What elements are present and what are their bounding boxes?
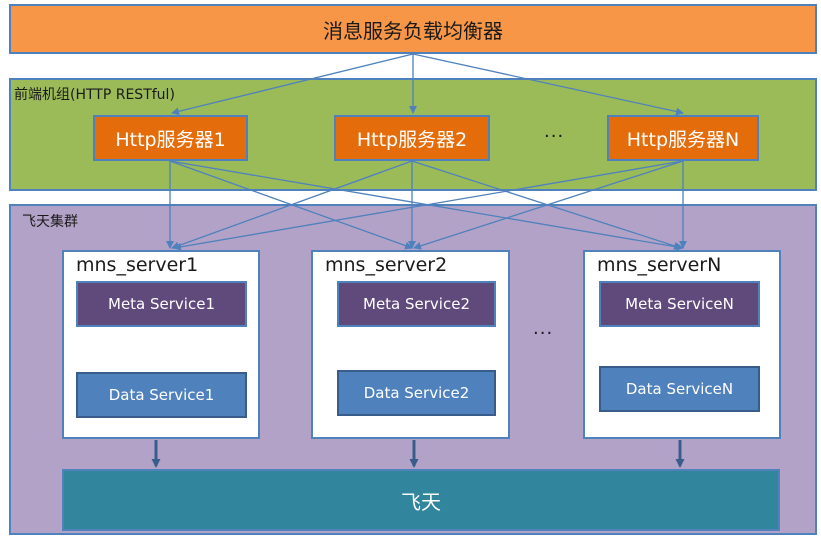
- frontend-ellipsis: ···: [544, 126, 565, 147]
- httpn-to-server2-line: [413, 160, 684, 250]
- mns-server-2: mns_server2 Meta Service2 Data Service2: [311, 250, 510, 439]
- http-server-2: Http服务器2: [334, 115, 490, 161]
- http2-to-server1-line: [171, 160, 413, 250]
- load-balancer-label: 消息服务负载均衡器: [323, 18, 503, 43]
- http-server-1: Http服务器1: [93, 115, 248, 161]
- httpn-to-server1-line: [173, 160, 684, 251]
- mns-server-label: mns_serverN: [597, 254, 722, 276]
- meta-service: Meta Service2: [337, 281, 496, 327]
- http-server-label: Http服务器1: [115, 128, 226, 151]
- data-service: Data Service2: [337, 370, 496, 416]
- data-service-label: Data Service2: [363, 384, 470, 402]
- data-service-label: Data ServiceN: [625, 380, 734, 398]
- mns-server-label: mns_server2: [325, 254, 448, 276]
- data-service: Data ServiceN: [599, 366, 760, 412]
- cluster-ellipsis: ···: [533, 323, 554, 344]
- meta-service-label: Meta Service2: [363, 295, 470, 313]
- data-service-label: Data Service1: [108, 386, 215, 404]
- feitian-base-label: 飞天: [401, 489, 441, 514]
- http-server-label: Http服务器2: [356, 128, 468, 151]
- feitian-base: 飞天: [62, 469, 780, 531]
- mns-server-label: mns_server1: [76, 254, 199, 276]
- meta-service: Meta Service1: [76, 281, 247, 327]
- http-server-label: Http服务器N: [626, 128, 740, 151]
- load-balancer-box: 消息服务负载均衡器: [9, 4, 817, 54]
- data-service: Data Service1: [76, 372, 247, 418]
- lb-to-httpn-line: [412, 53, 684, 116]
- meta-service-label: Meta Service1: [108, 295, 215, 313]
- mns-server-1: mns_server1 Meta Service1 Data Service1: [62, 250, 260, 439]
- meta-service-label: Meta ServiceN: [625, 295, 734, 313]
- http-server-n: Http服务器N: [607, 115, 759, 161]
- lb-to-http1-line: [171, 53, 414, 116]
- frontend-group-label: 前端机组(HTTP RESTful): [14, 87, 175, 103]
- feitian-cluster-label: 飞天集群: [22, 214, 78, 230]
- mns-server-n: mns_serverN Meta ServiceN Data ServiceN: [583, 250, 781, 439]
- meta-service: Meta ServiceN: [599, 281, 760, 327]
